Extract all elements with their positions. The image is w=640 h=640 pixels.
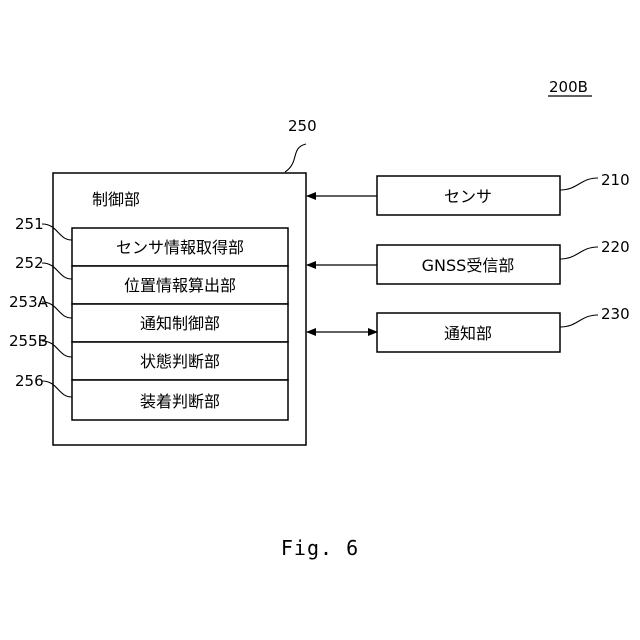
svg-text:通知制御部: 通知制御部 xyxy=(140,314,220,333)
controller-leader-line xyxy=(285,144,306,172)
external-ref-230: 230 xyxy=(601,305,630,323)
controller-ref: 250 xyxy=(288,117,317,135)
svg-text:GNSS受信部: GNSS受信部 xyxy=(422,256,515,275)
svg-text:装着判断部: 装着判断部 xyxy=(140,392,220,411)
svg-text:センサ: センサ xyxy=(444,187,492,206)
external-ref-210: 210 xyxy=(601,171,630,189)
external-unit-sensor: センサ xyxy=(377,176,560,215)
external-leader-210 xyxy=(560,178,598,190)
figure-caption: Fig. 6 xyxy=(0,536,640,560)
svg-text:位置情報算出部: 位置情報算出部 xyxy=(124,276,236,295)
external-unit-gnss-receiver: GNSS受信部 xyxy=(377,245,560,284)
svg-text:センサ情報取得部: センサ情報取得部 xyxy=(116,238,244,257)
external-leader-230 xyxy=(560,315,598,327)
external-leader-220 xyxy=(560,247,598,259)
module-state-judgement: 状態判断部 xyxy=(72,342,288,380)
module-ref-251: 251 xyxy=(15,215,44,233)
module-ref-252: 252 xyxy=(15,254,44,272)
figure-id: 200B xyxy=(549,78,588,96)
external-unit-notification: 通知部 xyxy=(377,313,560,352)
external-ref-220: 220 xyxy=(601,238,630,256)
svg-text:状態判断部: 状態判断部 xyxy=(140,352,220,371)
module-position-info-calculation: 位置情報算出部 xyxy=(72,266,288,304)
controller-title: 制御部 xyxy=(92,190,140,209)
module-wearing-judgement: 装着判断部 xyxy=(72,380,288,420)
module-sensor-info-acquisition: センサ情報取得部 xyxy=(72,228,288,266)
module-notification-control: 通知制御部 xyxy=(72,304,288,342)
module-ref-256: 256 xyxy=(15,372,44,390)
svg-text:通知部: 通知部 xyxy=(444,324,492,343)
